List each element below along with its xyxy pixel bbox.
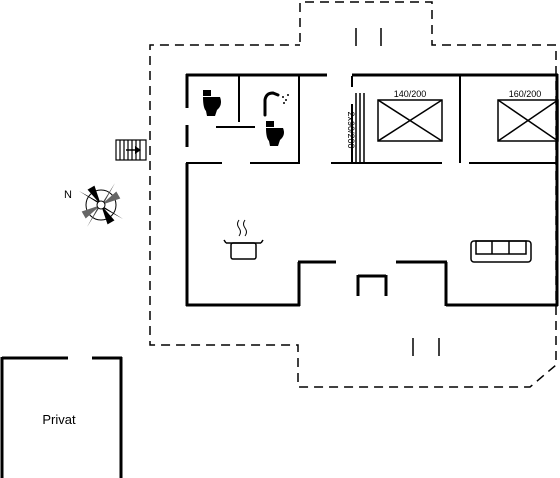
toilet-icon-2 bbox=[266, 121, 284, 146]
wardrobe bbox=[355, 93, 365, 163]
annex-walls bbox=[0, 356, 123, 478]
stairs-arrow-icon bbox=[126, 146, 141, 154]
bed-label-160-200: 160/200 bbox=[509, 89, 542, 99]
sofa-icon bbox=[470, 240, 532, 263]
cooking-pot-icon bbox=[223, 219, 264, 260]
annex-label: Privat bbox=[42, 412, 76, 427]
compass-rose-icon bbox=[79, 183, 123, 227]
terrace-outline bbox=[149, 1, 557, 388]
shower-icon bbox=[263, 91, 289, 117]
bed-140-200 bbox=[377, 99, 443, 142]
north-label: N bbox=[64, 189, 72, 201]
toilet-icon bbox=[203, 90, 221, 116]
bunk-bed-label: 2x90/200 bbox=[346, 111, 356, 148]
house-walls bbox=[185, 73, 559, 307]
bed-label-140-200: 140/200 bbox=[394, 89, 427, 99]
terrace-steps bbox=[355, 28, 440, 356]
bed-160-200 bbox=[497, 99, 559, 142]
interior-walls bbox=[186, 76, 558, 164]
